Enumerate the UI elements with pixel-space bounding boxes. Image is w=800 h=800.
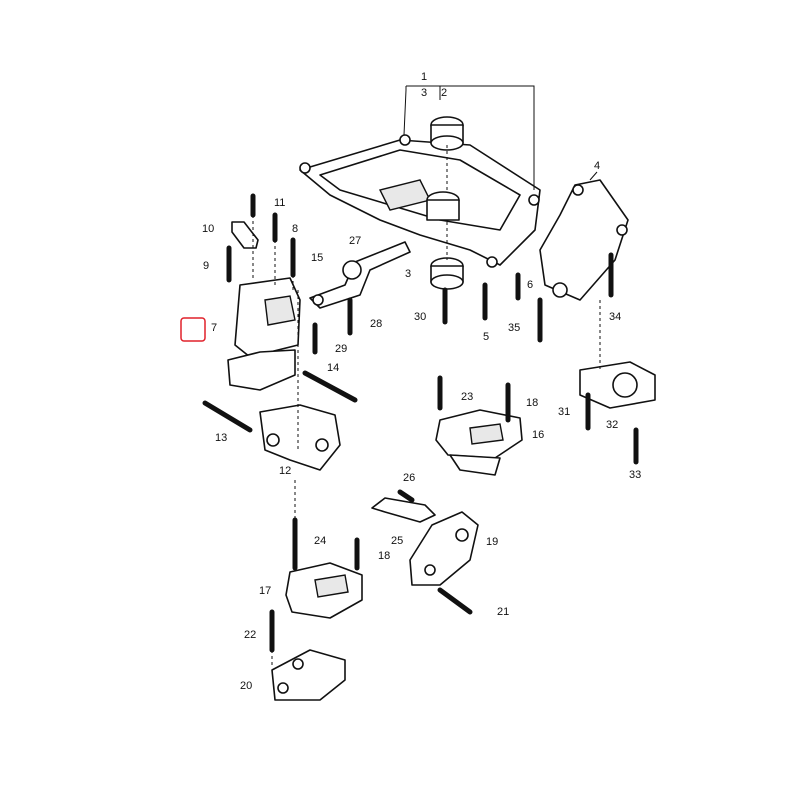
- mount-bracket-part-12: [259, 404, 341, 471]
- bracket-part-10: [231, 221, 259, 249]
- label-20: 20: [240, 680, 252, 692]
- label-1: 1: [421, 71, 427, 83]
- label-6: 6: [527, 279, 533, 291]
- label-33: 33: [629, 469, 641, 481]
- label-18: 18: [526, 397, 538, 409]
- label-15: 15: [311, 252, 323, 264]
- label-9: 9: [203, 260, 209, 272]
- label-3: 3: [421, 87, 427, 99]
- highlight-box: [180, 317, 206, 342]
- subframe-part: [299, 134, 541, 268]
- label-3: 3: [405, 268, 411, 280]
- bolts: [202, 193, 639, 653]
- engine-bracket: [227, 349, 296, 391]
- leader-lines: [403, 85, 598, 190]
- label-13: 13: [215, 432, 227, 444]
- label-11: 11: [274, 197, 285, 209]
- label-31: 31: [558, 406, 570, 418]
- label-25: 25: [391, 535, 403, 547]
- label-12: 12: [279, 465, 291, 477]
- label-19: 19: [486, 536, 498, 548]
- bushing-part-2: [430, 116, 464, 151]
- engine-mount-part-7: [234, 277, 301, 358]
- bushing-part-3-lower: [430, 257, 464, 290]
- label-21: 21: [497, 606, 509, 618]
- label-14: 14: [327, 362, 339, 374]
- label-30: 30: [414, 311, 426, 323]
- label-16: 16: [532, 429, 544, 441]
- label-7: 7: [211, 322, 217, 334]
- label-23: 23: [461, 391, 473, 403]
- label-26: 26: [403, 472, 415, 484]
- bracket-part-4: [539, 179, 629, 301]
- part-labels: 1 2 3 3 4 5 6 7 8 9 10 11 12 13 14 15 16…: [202, 71, 641, 692]
- label-18: 18: [378, 550, 390, 562]
- label-17: 17: [259, 585, 271, 597]
- label-10: 10: [202, 223, 214, 235]
- label-35: 35: [508, 322, 520, 334]
- torque-arm-part-27: [309, 241, 411, 309]
- label-27: 27: [349, 235, 361, 247]
- label-5: 5: [483, 331, 489, 343]
- label-22: 22: [244, 629, 256, 641]
- label-29: 29: [335, 343, 347, 355]
- gearbox-mount-part-17: [285, 562, 363, 619]
- label-8: 8: [292, 223, 298, 235]
- bracket-part-19: [409, 511, 479, 586]
- bracket-part-20: [271, 649, 346, 701]
- label-2: 2: [441, 87, 447, 99]
- label-24: 24: [314, 535, 326, 547]
- label-32: 32: [606, 419, 618, 431]
- label-28: 28: [370, 318, 382, 330]
- bushing-part-3-upper: [426, 191, 460, 221]
- gearbox-mount-part-16: [435, 409, 523, 476]
- bushing-part-32: [579, 361, 656, 409]
- label-4: 4: [594, 160, 600, 172]
- support-arm-part-25: [371, 497, 436, 523]
- label-34: 34: [609, 311, 621, 323]
- assembly-lines: [252, 145, 601, 665]
